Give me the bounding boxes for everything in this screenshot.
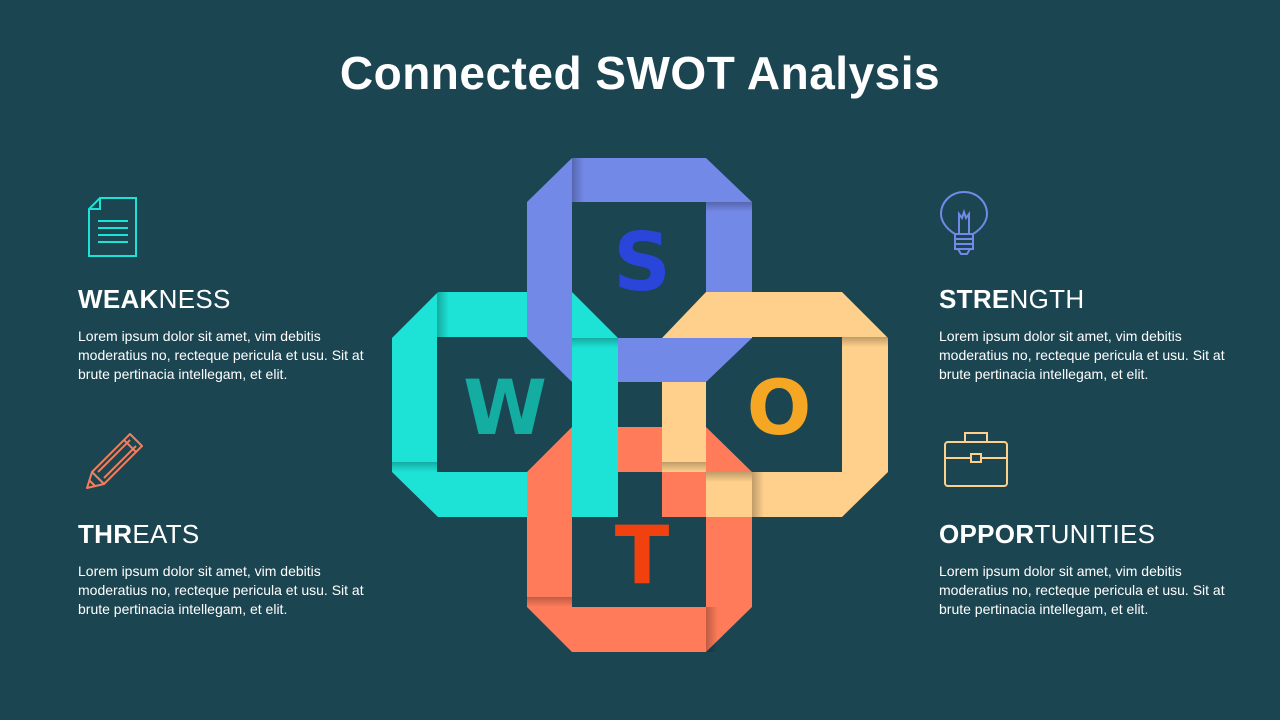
fold-shade xyxy=(437,292,449,337)
page-title: Connected SWOT Analysis xyxy=(339,47,941,99)
strength-heading-bold: STRE xyxy=(939,284,1010,314)
letter-s: S xyxy=(613,216,671,309)
threats-text: Lorem ipsum dolor sit amet, vim debitis … xyxy=(78,563,364,617)
fold-shade xyxy=(752,472,764,517)
weakness-heading: WEAKNESS xyxy=(78,284,231,315)
opportunities-text: Lorem ipsum dolor sit amet, vim debitis … xyxy=(939,563,1225,617)
opportunities-heading-bold: OPPOR xyxy=(939,519,1035,549)
opportunity-overlap xyxy=(706,292,752,338)
swot-diagram: S W O T xyxy=(380,150,900,660)
fold-shade xyxy=(842,337,888,347)
fold-shade xyxy=(706,472,752,482)
weakness-heading-bold: WEAK xyxy=(78,284,159,314)
fold-shade xyxy=(527,597,572,607)
weakness-ring xyxy=(392,292,618,517)
lightbulb-icon xyxy=(939,190,991,265)
document-icon xyxy=(86,195,138,264)
strength-text: Lorem ipsum dolor sit amet, vim debitis … xyxy=(939,328,1225,382)
weakness-text: Lorem ipsum dolor sit amet, vim debitis … xyxy=(78,328,364,382)
letter-w: W xyxy=(463,363,547,452)
pencil-icon xyxy=(84,430,146,497)
fold-shade xyxy=(706,202,752,212)
threats-heading-rest: EATS xyxy=(132,519,200,549)
fold-shade xyxy=(706,607,718,652)
briefcase-icon xyxy=(943,430,1009,493)
letter-t: T xyxy=(615,509,670,602)
strength-ring xyxy=(527,158,752,382)
weakness-heading-rest: NESS xyxy=(158,284,231,314)
strength-heading: STRENGTH xyxy=(939,284,1084,315)
weakness-overlap-lower xyxy=(572,427,618,517)
opportunities-heading-rest: TUNITIES xyxy=(1034,519,1156,549)
fold-shade xyxy=(392,462,437,472)
fold-shade xyxy=(572,338,618,348)
fold-shade xyxy=(662,462,706,472)
threats-heading: THREATS xyxy=(78,519,200,550)
threat-overlap xyxy=(662,472,706,517)
opportunities-heading: OPPORTUNITIES xyxy=(939,519,1155,550)
threat-ring xyxy=(527,427,752,652)
strength-heading-rest: NGTH xyxy=(1009,284,1085,314)
letter-o: O xyxy=(747,363,812,452)
threats-heading-bold: THR xyxy=(78,519,133,549)
fold-shade xyxy=(572,158,584,202)
